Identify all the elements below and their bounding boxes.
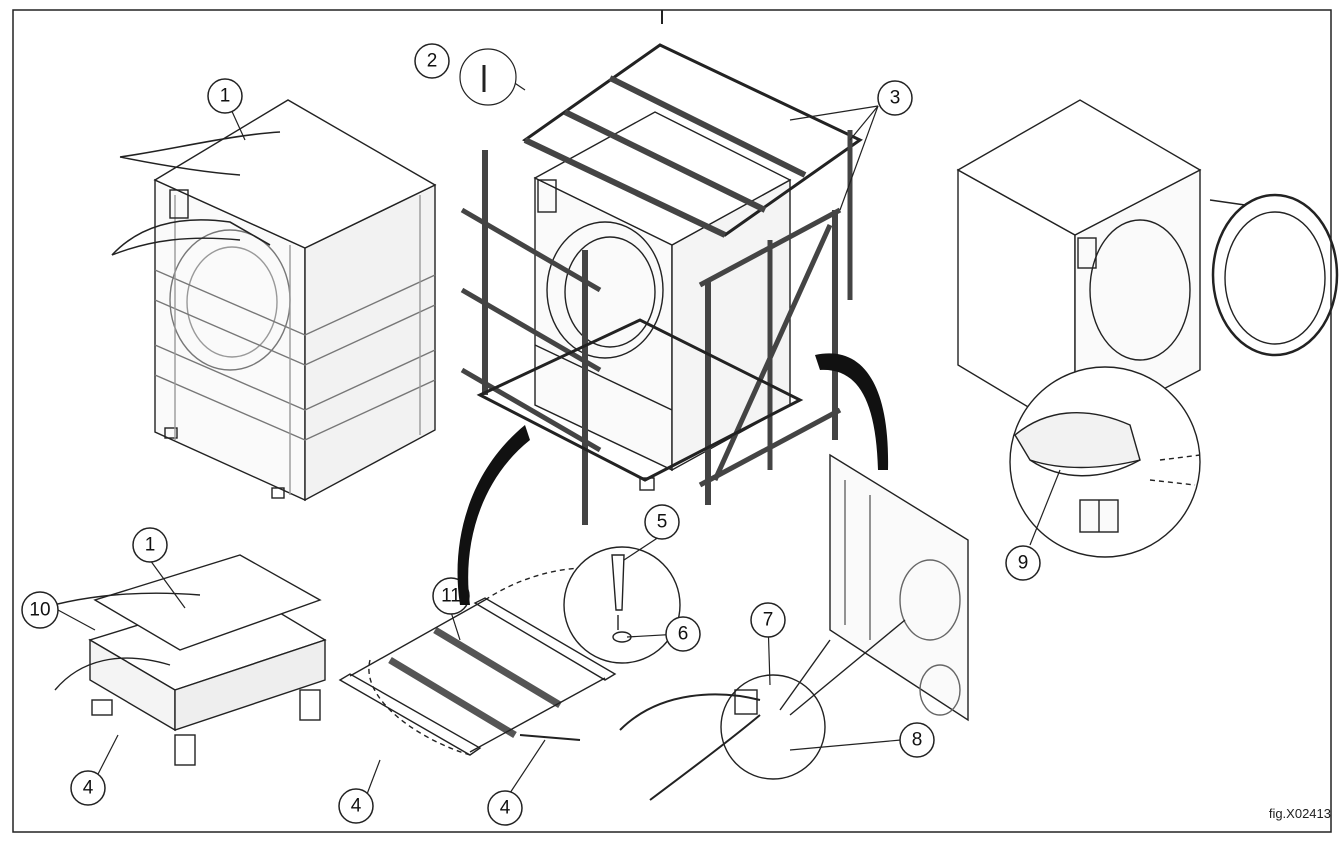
wrapped-pallet xyxy=(29,554,327,766)
callout-2: 2 xyxy=(414,43,517,106)
callout-circle xyxy=(899,722,935,758)
pallet-parts xyxy=(338,546,681,756)
arrow-to-rear-panel xyxy=(815,353,889,470)
callout-circle xyxy=(132,527,168,563)
screw-detail xyxy=(459,48,517,106)
callout-number: 10 xyxy=(29,600,50,621)
callout-8: 8 xyxy=(899,722,935,758)
callout-10: 10 xyxy=(21,591,59,629)
callout-circle xyxy=(207,78,243,114)
callout-7: 7 xyxy=(750,602,786,638)
callout-circle xyxy=(70,770,106,806)
callout-circle xyxy=(338,788,374,824)
callout-circle xyxy=(750,602,786,638)
callout-circle xyxy=(1005,545,1041,581)
callout-number: 4 xyxy=(351,796,362,817)
callout-number: 5 xyxy=(657,512,668,533)
callout-4-right: 4 xyxy=(487,790,523,826)
callout-number: 3 xyxy=(890,88,901,109)
callout-number: 7 xyxy=(763,610,774,631)
crated-machine xyxy=(460,43,863,525)
callout-circle xyxy=(21,591,59,629)
callout-4-left: 4 xyxy=(338,788,374,824)
callout-number: 4 xyxy=(500,798,511,819)
callout-circle xyxy=(665,616,701,652)
rear-panel xyxy=(619,453,969,801)
callout-9: 9 xyxy=(1005,545,1041,581)
callout-number: 2 xyxy=(427,51,438,72)
leader-lines xyxy=(57,64,1061,803)
unpacked-machine xyxy=(956,99,1339,558)
callout-3: 3 xyxy=(877,80,913,116)
arrow-to-pallet-parts xyxy=(457,425,530,605)
callout-number: 1 xyxy=(220,86,231,107)
wrapped-machine xyxy=(111,99,437,502)
callout-circle xyxy=(414,43,450,79)
callout-circle xyxy=(644,504,680,540)
callout-number: 11 xyxy=(441,586,461,607)
callout-6: 6 xyxy=(665,616,701,652)
callout-4-pallet: 4 xyxy=(70,770,106,806)
callout-number: 4 xyxy=(83,778,94,799)
callout-5: 5 xyxy=(644,504,680,540)
callout-number: 9 xyxy=(1018,553,1029,574)
figure-border xyxy=(12,9,1332,833)
callout-number: 8 xyxy=(912,730,923,751)
callout-1-bottom: 1 xyxy=(132,527,168,563)
callout-number: 6 xyxy=(678,624,689,645)
callout-1-top: 1 xyxy=(207,78,243,114)
callout-circle xyxy=(487,790,523,826)
callout-number: 1 xyxy=(145,535,156,556)
callout-circle xyxy=(877,80,913,116)
figure-reference: fig.X02413 xyxy=(1268,806,1331,821)
